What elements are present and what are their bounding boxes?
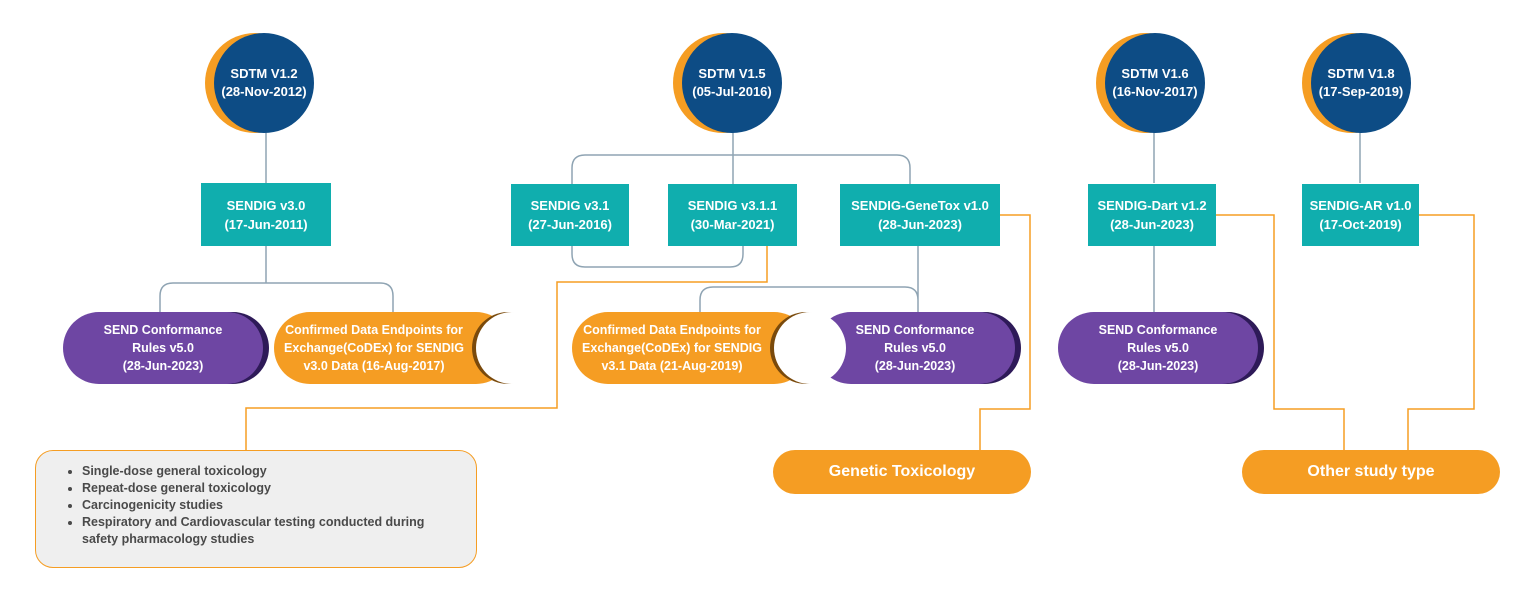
- sdtm-version: SDTM V1.6: [1121, 66, 1189, 81]
- genetic-toxicology-pill: Genetic Toxicology: [773, 450, 1031, 494]
- conformance-line: (28-Jun-2023): [122, 359, 204, 373]
- sendig-genetox-box: SENDIG-GeneTox v1.0 (28-Jun-2023): [840, 184, 1000, 246]
- codex-line: Confirmed Data Endpoints for: [285, 323, 463, 337]
- conformance-line: (28-Jun-2023): [1117, 359, 1199, 373]
- study-type-label: Genetic Toxicology: [828, 463, 976, 480]
- conformance-line: SEND Conformance: [855, 323, 975, 337]
- sdtm-date: (05-Jul-2016): [692, 84, 772, 99]
- sendig-v3-1-1-box: SENDIG v3.1.1 (30-Mar-2021): [668, 184, 797, 246]
- conformance-line: Rules v5.0: [132, 341, 194, 355]
- list-item: Respiratory and Cardiovascular testing c…: [82, 514, 456, 548]
- sendig-v3-0-box: SENDIG v3.0 (17-Jun-2011): [201, 183, 331, 246]
- sendig-name: SENDIG v3.1.1: [687, 198, 778, 213]
- sdtm-version: SDTM V1.8: [1327, 66, 1395, 81]
- sdtm-v1-6-circle: SDTM V1.6 (16-Nov-2017): [1096, 33, 1205, 133]
- sdtm-date: (17-Sep-2019): [1318, 84, 1404, 99]
- sdtm-version: SDTM V1.2: [230, 66, 298, 81]
- sendig-date: (28-Jun-2023): [878, 217, 962, 232]
- sendig-ar-box: SENDIG-AR v1.0 (17-Oct-2019): [1302, 184, 1419, 246]
- other-study-type-pill: Other study type: [1242, 450, 1500, 494]
- conformance-line: Rules v5.0: [1127, 341, 1189, 355]
- general-toxicology-study-list: Single-dose general toxicology Repeat-do…: [35, 450, 477, 568]
- sendig-date: (17-Oct-2019): [1319, 217, 1402, 232]
- codex-line: v3.1 Data (21-Aug-2019): [601, 359, 743, 373]
- sendig-name: SENDIG-Dart v1.2: [1097, 198, 1207, 213]
- sendig-dart-box: SENDIG-Dart v1.2 (28-Jun-2023): [1088, 184, 1216, 246]
- list-item: Single-dose general toxicology: [82, 463, 456, 480]
- codex-line: Exchange(CoDEx) for SENDIG: [582, 341, 762, 355]
- sdtm-v1-8-circle: SDTM V1.8 (17-Sep-2019): [1302, 33, 1411, 133]
- sdtm-v1-2-circle: SDTM V1.2 (28-Nov-2012): [205, 33, 314, 133]
- sendig-name: SENDIG-AR v1.0: [1309, 198, 1412, 213]
- sdtm-v1-5-circle: SDTM V1.5 (05-Jul-2016): [673, 33, 782, 133]
- codex-line: Confirmed Data Endpoints for: [583, 323, 761, 337]
- sendig-name: SENDIG v3.0: [226, 197, 306, 213]
- sdtm-version: SDTM V1.5: [698, 66, 766, 81]
- conformance-line: Rules v5.0: [884, 341, 946, 355]
- conformance-line: SEND Conformance: [103, 323, 223, 337]
- codex-line: Exchange(CoDEx) for SENDIG: [284, 341, 464, 355]
- sdtm-date: (16-Nov-2017): [1112, 84, 1198, 99]
- list-item: Carcinogenicity studies: [82, 497, 456, 514]
- sendig-date: (27-Jun-2016): [528, 217, 612, 232]
- study-type-label: Other study type: [1307, 463, 1435, 480]
- list-item: Repeat-dose general toxicology: [82, 480, 456, 497]
- sdtm-date: (28-Nov-2012): [221, 84, 307, 99]
- sendig-date: (17-Jun-2011): [224, 216, 308, 232]
- sendig-v3-1-box: SENDIG v3.1 (27-Jun-2016): [511, 184, 629, 246]
- sendig-date: (30-Mar-2021): [690, 217, 775, 232]
- codex-line: v3.0 Data (16-Aug-2017): [303, 359, 445, 373]
- conformance-line: SEND Conformance: [1098, 323, 1218, 337]
- sendig-date: (28-Jun-2023): [1110, 217, 1194, 232]
- sendig-name: SENDIG v3.1: [530, 198, 610, 213]
- conformance-line: (28-Jun-2023): [874, 359, 956, 373]
- sendig-name: SENDIG-GeneTox v1.0: [851, 198, 989, 213]
